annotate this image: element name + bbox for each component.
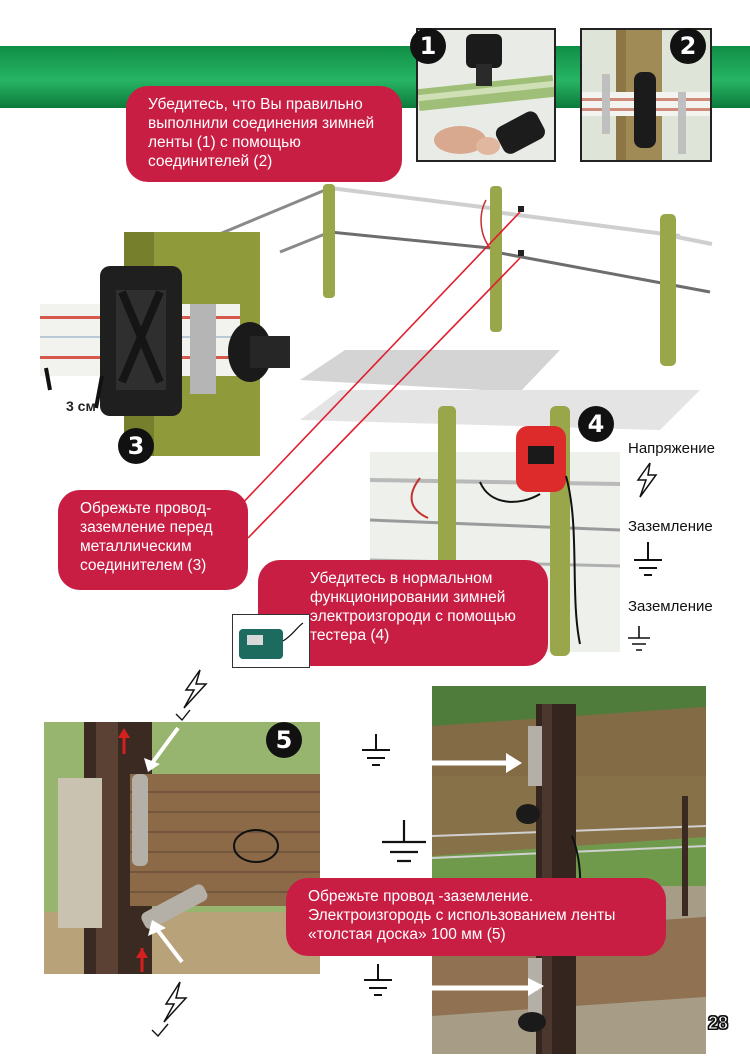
arrow-icon	[402, 753, 522, 773]
arrow-icon	[322, 840, 376, 860]
photo-2-post-connector	[580, 28, 712, 162]
measure-label: 3 см	[66, 398, 96, 414]
ground-icon	[628, 626, 650, 651]
badge-3: 3	[118, 428, 154, 464]
lightning-icon	[175, 669, 208, 722]
callout-cut-ground-wire: Обрежьте провод-заземление перед металли…	[58, 490, 248, 590]
ground-icon	[362, 734, 390, 766]
arrow-icon	[404, 978, 544, 996]
photo-3-insulator-closeup	[40, 232, 290, 456]
legend-voltage-label: Напряжение	[628, 440, 715, 457]
callout-check-connections: Убедитесь, что Вы правильно выполнили со…	[126, 86, 402, 182]
legend-ground-label-2: Заземление	[628, 598, 713, 615]
badge-5: 5	[266, 722, 302, 758]
page-number: 28	[707, 1013, 728, 1034]
ground-icon	[364, 964, 392, 996]
ground-icon	[634, 542, 662, 576]
badge-2: 2	[670, 28, 706, 64]
badge-1: 1	[410, 28, 446, 64]
callout-cut-ground-tape: Обрежьте провод -заземление. Электроизго…	[286, 878, 666, 956]
tester-icon	[232, 614, 310, 668]
legend-ground-label-1: Заземление	[628, 518, 713, 535]
photo-5-thick-tape	[44, 722, 320, 974]
lightning-icon	[636, 462, 658, 498]
photo-1-tape-connector	[416, 28, 556, 162]
lightning-icon	[151, 981, 188, 1038]
ground-icon	[382, 820, 426, 863]
badge-4: 4	[578, 406, 614, 442]
